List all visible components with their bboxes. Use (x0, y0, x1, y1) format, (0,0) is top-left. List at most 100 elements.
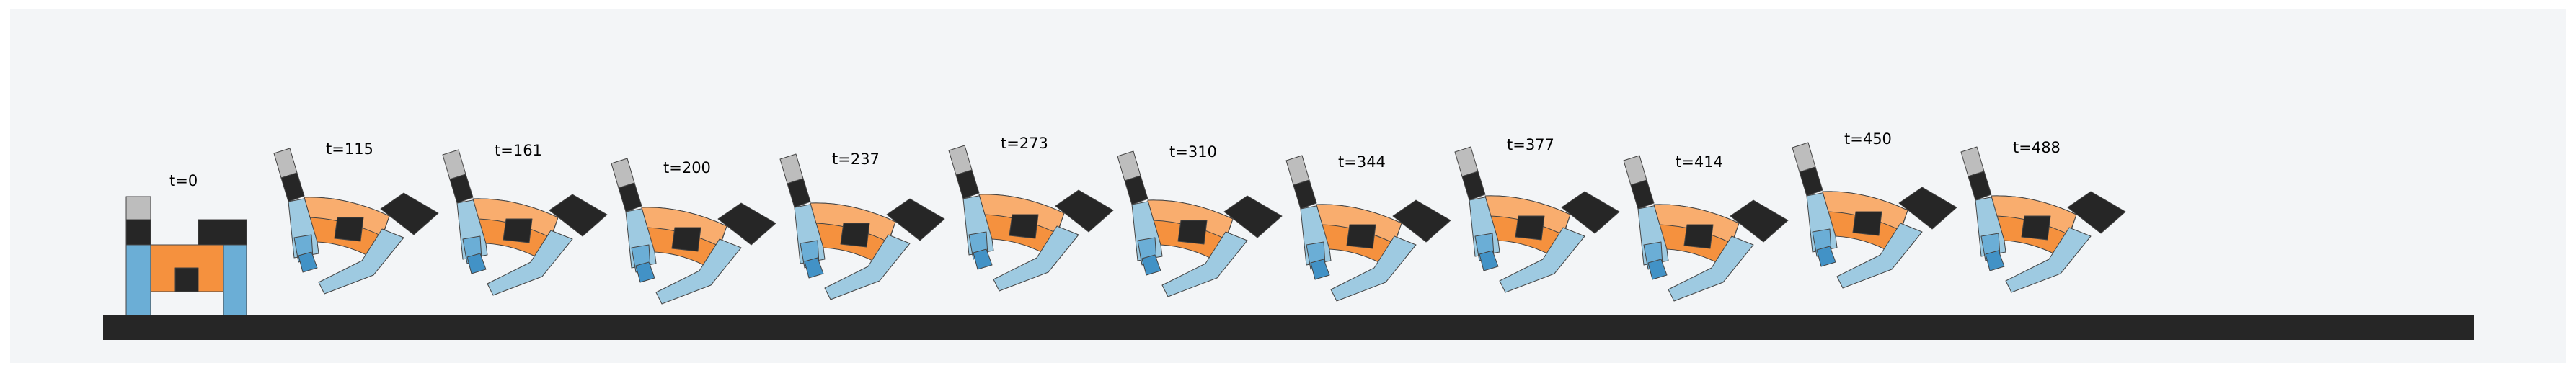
robot-body-highlight (1316, 204, 1402, 244)
robot-frame: t=0 (125, 172, 247, 316)
frame-time-label: t=0 (169, 172, 198, 189)
robot-body-highlight (304, 197, 390, 237)
robot-body-joint (174, 267, 199, 292)
robot-frame: t=200 (611, 158, 776, 305)
robot-front-foot (1647, 259, 1668, 280)
robot-left-joint (125, 219, 151, 246)
robot-body-joint (1683, 224, 1714, 249)
robot-body-joint (840, 223, 870, 248)
robot-front-foot (1985, 250, 2005, 271)
robot-front-foot (635, 261, 655, 283)
robot-left-tip (125, 196, 151, 220)
robot-rear-joint (1561, 191, 1620, 234)
robot-rear-joint (1392, 199, 1451, 243)
robot-frame: t=344 (1285, 153, 1451, 302)
robot-rear-limb (2005, 227, 2092, 293)
robot-arm-joint (618, 182, 642, 212)
robot-rear-joint (886, 198, 945, 241)
robot-body-highlight (978, 194, 1065, 234)
robot-rear-limb (1499, 227, 1585, 293)
robot-arm-joint (787, 178, 811, 208)
robot-rear-limb (487, 230, 573, 296)
robot-arm-joint (1799, 166, 1823, 197)
robot-body-highlight (641, 207, 727, 247)
robot-rear-joint (1055, 189, 1114, 233)
robot-body-joint (503, 218, 533, 243)
robot-frame: t=273 (948, 135, 1114, 292)
robot-body-joint (1852, 211, 1882, 236)
frame-time-label: t=488 (2013, 139, 2061, 156)
robot-body-highlight (472, 198, 559, 238)
robot-frame: t=414 (1623, 153, 1789, 302)
frame-time-label: t=161 (495, 142, 542, 159)
robot-rear-limb (1161, 231, 1248, 297)
robot-body-highlight (1822, 191, 1908, 231)
robot-front-foot (1310, 259, 1330, 280)
frame-time-label: t=344 (1338, 153, 1386, 171)
robot-front-foot (1816, 246, 1836, 267)
robot-body-joint (334, 217, 364, 242)
robot-body-joint (1177, 220, 1208, 245)
robot-arm-joint (955, 169, 980, 199)
simulation-background-panel (10, 9, 2566, 363)
robot-arm-joint (1630, 179, 1655, 210)
robot-arm-joint (280, 172, 305, 202)
robot-frame: t=488 (1960, 139, 2126, 293)
frame-time-label: t=310 (1169, 143, 1217, 161)
robot-rear-limb (318, 228, 404, 295)
robot-rear-limb (1836, 223, 1923, 289)
frame-time-label: t=115 (326, 140, 373, 158)
robot-front-foot (298, 251, 318, 273)
robot-rear-joint (380, 192, 439, 235)
robot-body-highlight (1147, 199, 1234, 240)
robot-front-foot (973, 248, 993, 270)
robot-body-highlight (1991, 195, 2077, 235)
robot-frame: t=310 (1117, 143, 1283, 297)
frame-time-label: t=273 (1001, 135, 1048, 152)
robot-arm-joint (1461, 171, 1486, 201)
robot-rear-limb (1330, 235, 1417, 302)
robot-frame: t=115 (273, 140, 439, 295)
robot-rear-joint (2067, 191, 2126, 234)
robot-rear-limb (993, 225, 1079, 292)
robot-front-foot (1141, 254, 1161, 276)
robot-frame: t=161 (442, 142, 608, 296)
robot-rear-joint (549, 194, 608, 237)
robot-arm-joint (449, 174, 474, 204)
frame-time-label: t=414 (1676, 153, 1723, 171)
robot-left-leg (125, 244, 151, 316)
robot-body-joint (1009, 214, 1039, 239)
robot-body-joint (671, 227, 701, 252)
robot-rear-limb (655, 238, 742, 305)
robot-frame: t=237 (779, 150, 945, 300)
robot-rear-joint (1730, 199, 1789, 243)
robot-arm-joint (1124, 175, 1148, 205)
frame-time-label: t=377 (1507, 136, 1554, 153)
robot-front-foot (466, 253, 487, 274)
robot-front-foot (804, 257, 824, 279)
robot-body-joint (1515, 215, 1545, 241)
robot-front-foot (1479, 250, 1499, 271)
robot-rear-limb (824, 234, 911, 300)
frame-time-label: t=237 (832, 150, 880, 168)
robot-body-highlight (1653, 204, 1740, 244)
frame-time-label: t=450 (1844, 130, 1892, 148)
robot-body-highlight (810, 202, 896, 243)
robot-body-joint (2021, 215, 2051, 241)
robot-body-joint (1346, 224, 1376, 249)
robot-frame: t=377 (1454, 136, 1620, 293)
robot-frames: t=0 t=115 t=161 t=200 t=237 t=273 t=310 t=344 t=… (125, 130, 2126, 316)
robot-right-leg (223, 244, 247, 316)
robot-rear-joint (1898, 186, 1957, 230)
robot-rear-limb (1668, 235, 1754, 302)
ground-bar (103, 315, 2474, 340)
robot-arm-joint (1968, 171, 1992, 201)
frame-time-label: t=200 (663, 159, 711, 176)
robot-rear-joint (1223, 195, 1283, 238)
robot-rear-joint (717, 202, 776, 246)
robot-right-joint (198, 219, 247, 246)
robot-frame: t=450 (1792, 130, 1957, 289)
robot-arm-joint (1293, 179, 1317, 210)
robot-body-highlight (1484, 195, 1571, 235)
